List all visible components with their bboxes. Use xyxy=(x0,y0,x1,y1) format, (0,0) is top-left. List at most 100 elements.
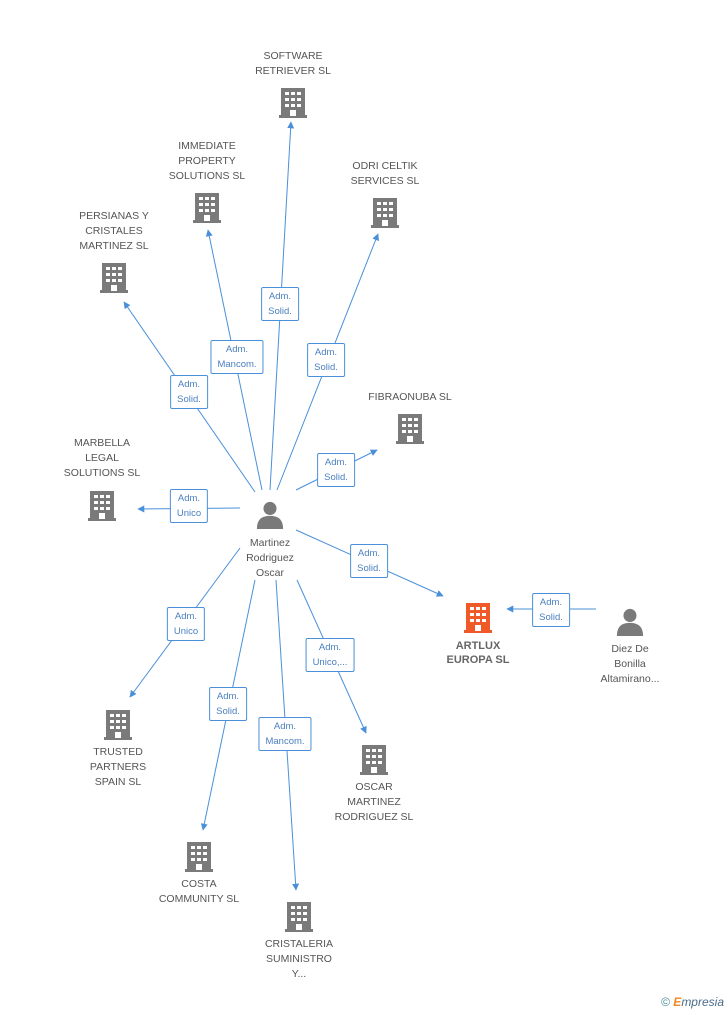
company-label-marbella-line: SOLUTIONS SL xyxy=(63,467,141,479)
brand-initial: E xyxy=(673,995,682,1009)
edge-label-software-line: Adm. xyxy=(268,291,292,302)
edge-label-immediate-line: Adm. xyxy=(225,344,249,355)
company-label-cristaleria-line: CRISTALERIA xyxy=(264,938,334,950)
edge-label-artlux: Adm. Solid. xyxy=(350,544,388,578)
edge-label-marbella-line: Unico xyxy=(176,508,202,519)
edge-label-oscar-line: Unico,... xyxy=(312,657,348,668)
building-icon[interactable] xyxy=(100,263,128,293)
building-icon[interactable] xyxy=(88,491,116,521)
edge-label-persianas-line: Adm. xyxy=(177,379,201,390)
edge-label-odri: Adm. Solid. xyxy=(307,343,345,377)
company-label-marbella: MARBELLA LEGAL SOLUTIONS SL xyxy=(64,436,140,481)
company-label-cristaleria-line: SUMINISTRO xyxy=(266,953,332,965)
company-label-persianas-line: MARTINEZ SL xyxy=(79,240,149,252)
company-label-software-line: RETRIEVER SL xyxy=(255,65,331,77)
company-label-trusted: TRUSTED PARTNERS SPAIN SL xyxy=(90,745,146,790)
company-label-odri: ODRI CELTIK SERVICES SL xyxy=(351,159,420,189)
edge-label-cristaleria-line: Mancom. xyxy=(265,736,305,747)
edge-label-persianas: Adm. Solid. xyxy=(170,375,208,409)
company-label-cristaleria: CRISTALERIA SUMINISTRO Y... xyxy=(265,937,333,982)
building-icon[interactable] xyxy=(104,710,132,740)
other-person-label-line: Bonilla xyxy=(614,658,646,670)
empresia-watermark[interactable]: © Empresia xyxy=(661,995,724,1009)
company-label-oscar-line: OSCAR xyxy=(355,781,393,793)
edge-label-costa-line: Solid. xyxy=(216,706,240,717)
edge-label-other_person: Adm. Solid. xyxy=(532,593,570,627)
edge-label-persianas-line: Solid. xyxy=(177,394,201,405)
company-label-persianas-line: CRISTALES xyxy=(85,225,143,237)
company-label-odri-line: ODRI CELTIK xyxy=(352,160,418,172)
edge-label-cristaleria-line: Adm. xyxy=(273,721,297,732)
edge-label-fibraonuba: Adm. Solid. xyxy=(317,453,355,487)
edge-label-marbella-line: Adm. xyxy=(177,493,201,504)
company-label-persianas: PERSIANAS Y CRISTALES MARTINEZ SL xyxy=(79,209,149,254)
center-person-label-line: Martinez xyxy=(249,537,291,549)
copyright-symbol: © xyxy=(661,995,670,1009)
building-icon[interactable] xyxy=(285,902,313,932)
edge-label-fibraonuba-line: Solid. xyxy=(324,472,348,483)
company-label-marbella-line: LEGAL xyxy=(85,452,119,464)
company-label-immediate-line: SOLUTIONS SL xyxy=(168,170,246,182)
company-label-immediate: IMMEDIATE PROPERTY SOLUTIONS SL xyxy=(169,139,245,184)
company-label-costa-line: COSTA xyxy=(181,878,217,890)
edge-label-trusted-line: Adm. xyxy=(174,611,198,622)
person-icon[interactable] xyxy=(616,608,644,636)
edge-label-other_person-line: Solid. xyxy=(539,612,563,623)
edge-label-trusted: Adm. Unico xyxy=(166,607,206,641)
edge-label-odri-line: Solid. xyxy=(314,362,338,373)
building-icon[interactable] xyxy=(185,842,213,872)
edge-label-artlux-line: Solid. xyxy=(357,563,381,574)
edge-label-immediate-line: Mancom. xyxy=(217,359,257,370)
center-person-label-line: Rodriguez xyxy=(246,552,294,564)
edge-label-costa-line: Adm. xyxy=(216,691,240,702)
edge-label-costa: Adm. Solid. xyxy=(209,687,247,721)
company-label-fibraonuba-line: FIBRAONUBA SL xyxy=(368,391,452,403)
company-label-marbella-line: MARBELLA xyxy=(73,437,131,449)
edge-label-marbella: Adm. Unico xyxy=(169,489,209,523)
company-label-software: SOFTWARE RETRIEVER SL xyxy=(255,49,331,79)
brand-name: mpresia xyxy=(681,995,724,1009)
building-icon[interactable] xyxy=(396,414,424,444)
company-label-persianas-line: PERSIANAS Y xyxy=(79,210,149,222)
edge-label-immediate: Adm. Mancom. xyxy=(210,340,264,374)
company-label-oscar-line: RODRIGUEZ SL xyxy=(334,811,414,823)
company-label-costa-line: COMMUNITY SL xyxy=(158,893,240,905)
company-label-odri-line: SERVICES SL xyxy=(350,175,420,187)
company-label-trusted-line: SPAIN SL xyxy=(94,776,142,788)
building-icon[interactable] xyxy=(279,88,307,118)
edge-label-cristaleria: Adm. Mancom. xyxy=(258,717,312,751)
company-label-immediate-line: IMMEDIATE xyxy=(178,140,236,152)
company-label-immediate-line: PROPERTY xyxy=(178,155,236,167)
company-label-cristaleria-line: Y... xyxy=(291,968,307,980)
other-person-label-line: Diez De xyxy=(611,643,649,655)
edge-label-odri-line: Adm. xyxy=(314,347,338,358)
edge-label-oscar: Adm. Unico,... xyxy=(305,638,355,672)
company-label-artlux: ARTLUX EUROPA SL xyxy=(447,639,510,667)
edge-label-software-line: Solid. xyxy=(268,306,292,317)
edge-label-trusted-line: Unico xyxy=(173,626,199,637)
edge-label-other_person-line: Adm. xyxy=(539,597,563,608)
building-icon[interactable] xyxy=(371,198,399,228)
other-person-label-line: Altamirano... xyxy=(600,673,660,685)
company-label-costa: COSTA COMMUNITY SL xyxy=(159,877,239,907)
company-label-artlux-line: ARTLUX xyxy=(455,640,501,652)
building-icon[interactable] xyxy=(360,745,388,775)
building-icon[interactable] xyxy=(464,603,492,633)
company-label-oscar-line: MARTINEZ xyxy=(347,796,401,808)
person-icon[interactable] xyxy=(256,501,284,529)
edge-label-artlux-line: Adm. xyxy=(357,548,381,559)
center-person-label-line: Oscar xyxy=(255,567,284,579)
company-label-software-line: SOFTWARE xyxy=(263,50,323,62)
edge-label-fibraonuba-line: Adm. xyxy=(324,457,348,468)
company-label-trusted-line: PARTNERS xyxy=(89,761,147,773)
company-label-trusted-line: TRUSTED xyxy=(93,746,143,758)
company-label-oscar: OSCAR MARTINEZ RODRIGUEZ SL xyxy=(335,780,414,825)
edge-label-software: Adm. Solid. xyxy=(261,287,299,321)
building-icon[interactable] xyxy=(193,193,221,223)
company-label-fibraonuba: FIBRAONUBA SL xyxy=(368,390,451,405)
edge-label-oscar-line: Adm. xyxy=(318,642,342,653)
company-label-artlux-line: EUROPA SL xyxy=(446,654,510,666)
